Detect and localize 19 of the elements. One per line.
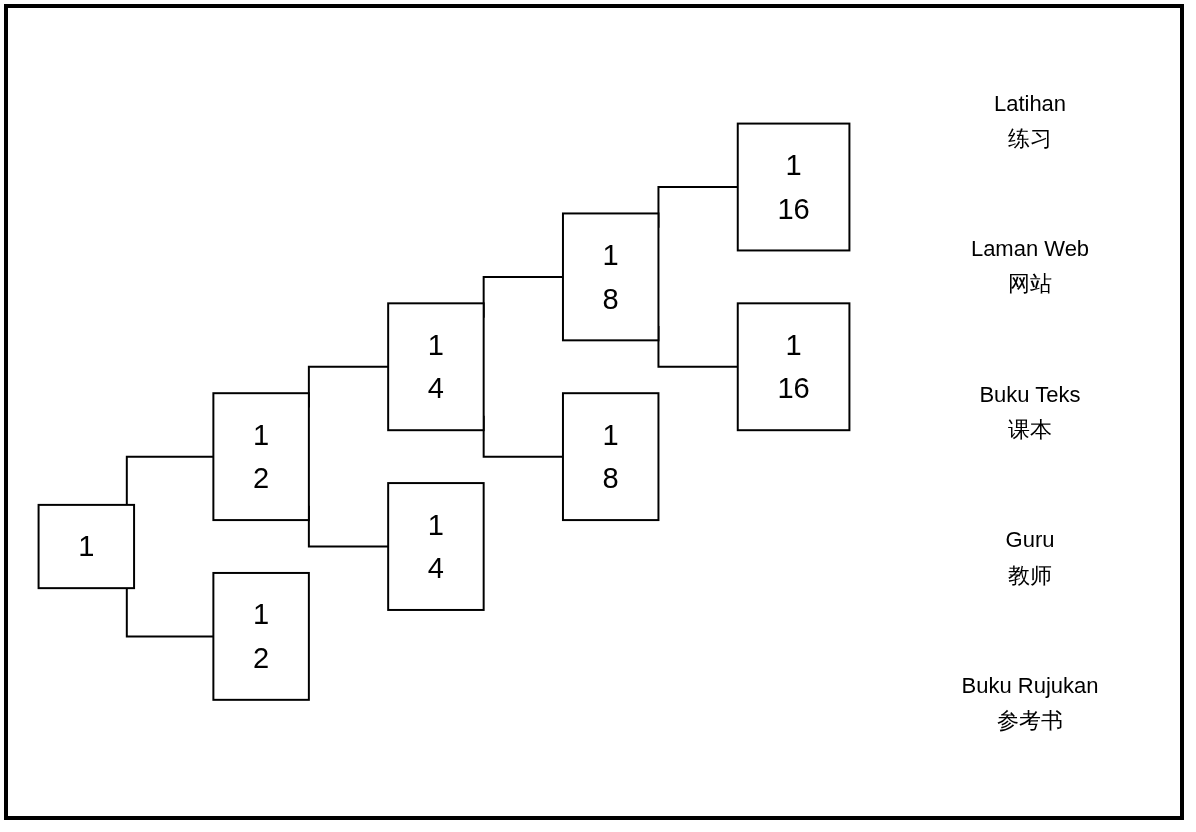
- label-text: Guru: [1005, 526, 1055, 555]
- node-box: 1 2: [212, 392, 310, 522]
- label-text: 课本: [1008, 416, 1052, 444]
- node-box: 1: [37, 504, 136, 590]
- label-text: Buku Rujukan: [961, 672, 1099, 700]
- label-text: 参考书: [997, 707, 1063, 736]
- node-box: 1 4: [387, 302, 485, 432]
- label-text: 练习: [1008, 124, 1052, 153]
- label-text: Latihan: [993, 89, 1067, 118]
- label-text: 网站: [1008, 270, 1052, 299]
- node-box: 1 4: [387, 482, 485, 612]
- node-box: 1 8: [561, 212, 660, 342]
- label-text: Laman Web: [970, 235, 1090, 264]
- node-box: 1 8: [561, 392, 660, 522]
- node-box: 1 16: [736, 122, 851, 252]
- label-text: 教师: [1008, 561, 1052, 590]
- node-box: 1 16: [736, 302, 851, 432]
- label-text: Buku Teks: [979, 380, 1081, 409]
- node-box: 1 2: [212, 572, 310, 702]
